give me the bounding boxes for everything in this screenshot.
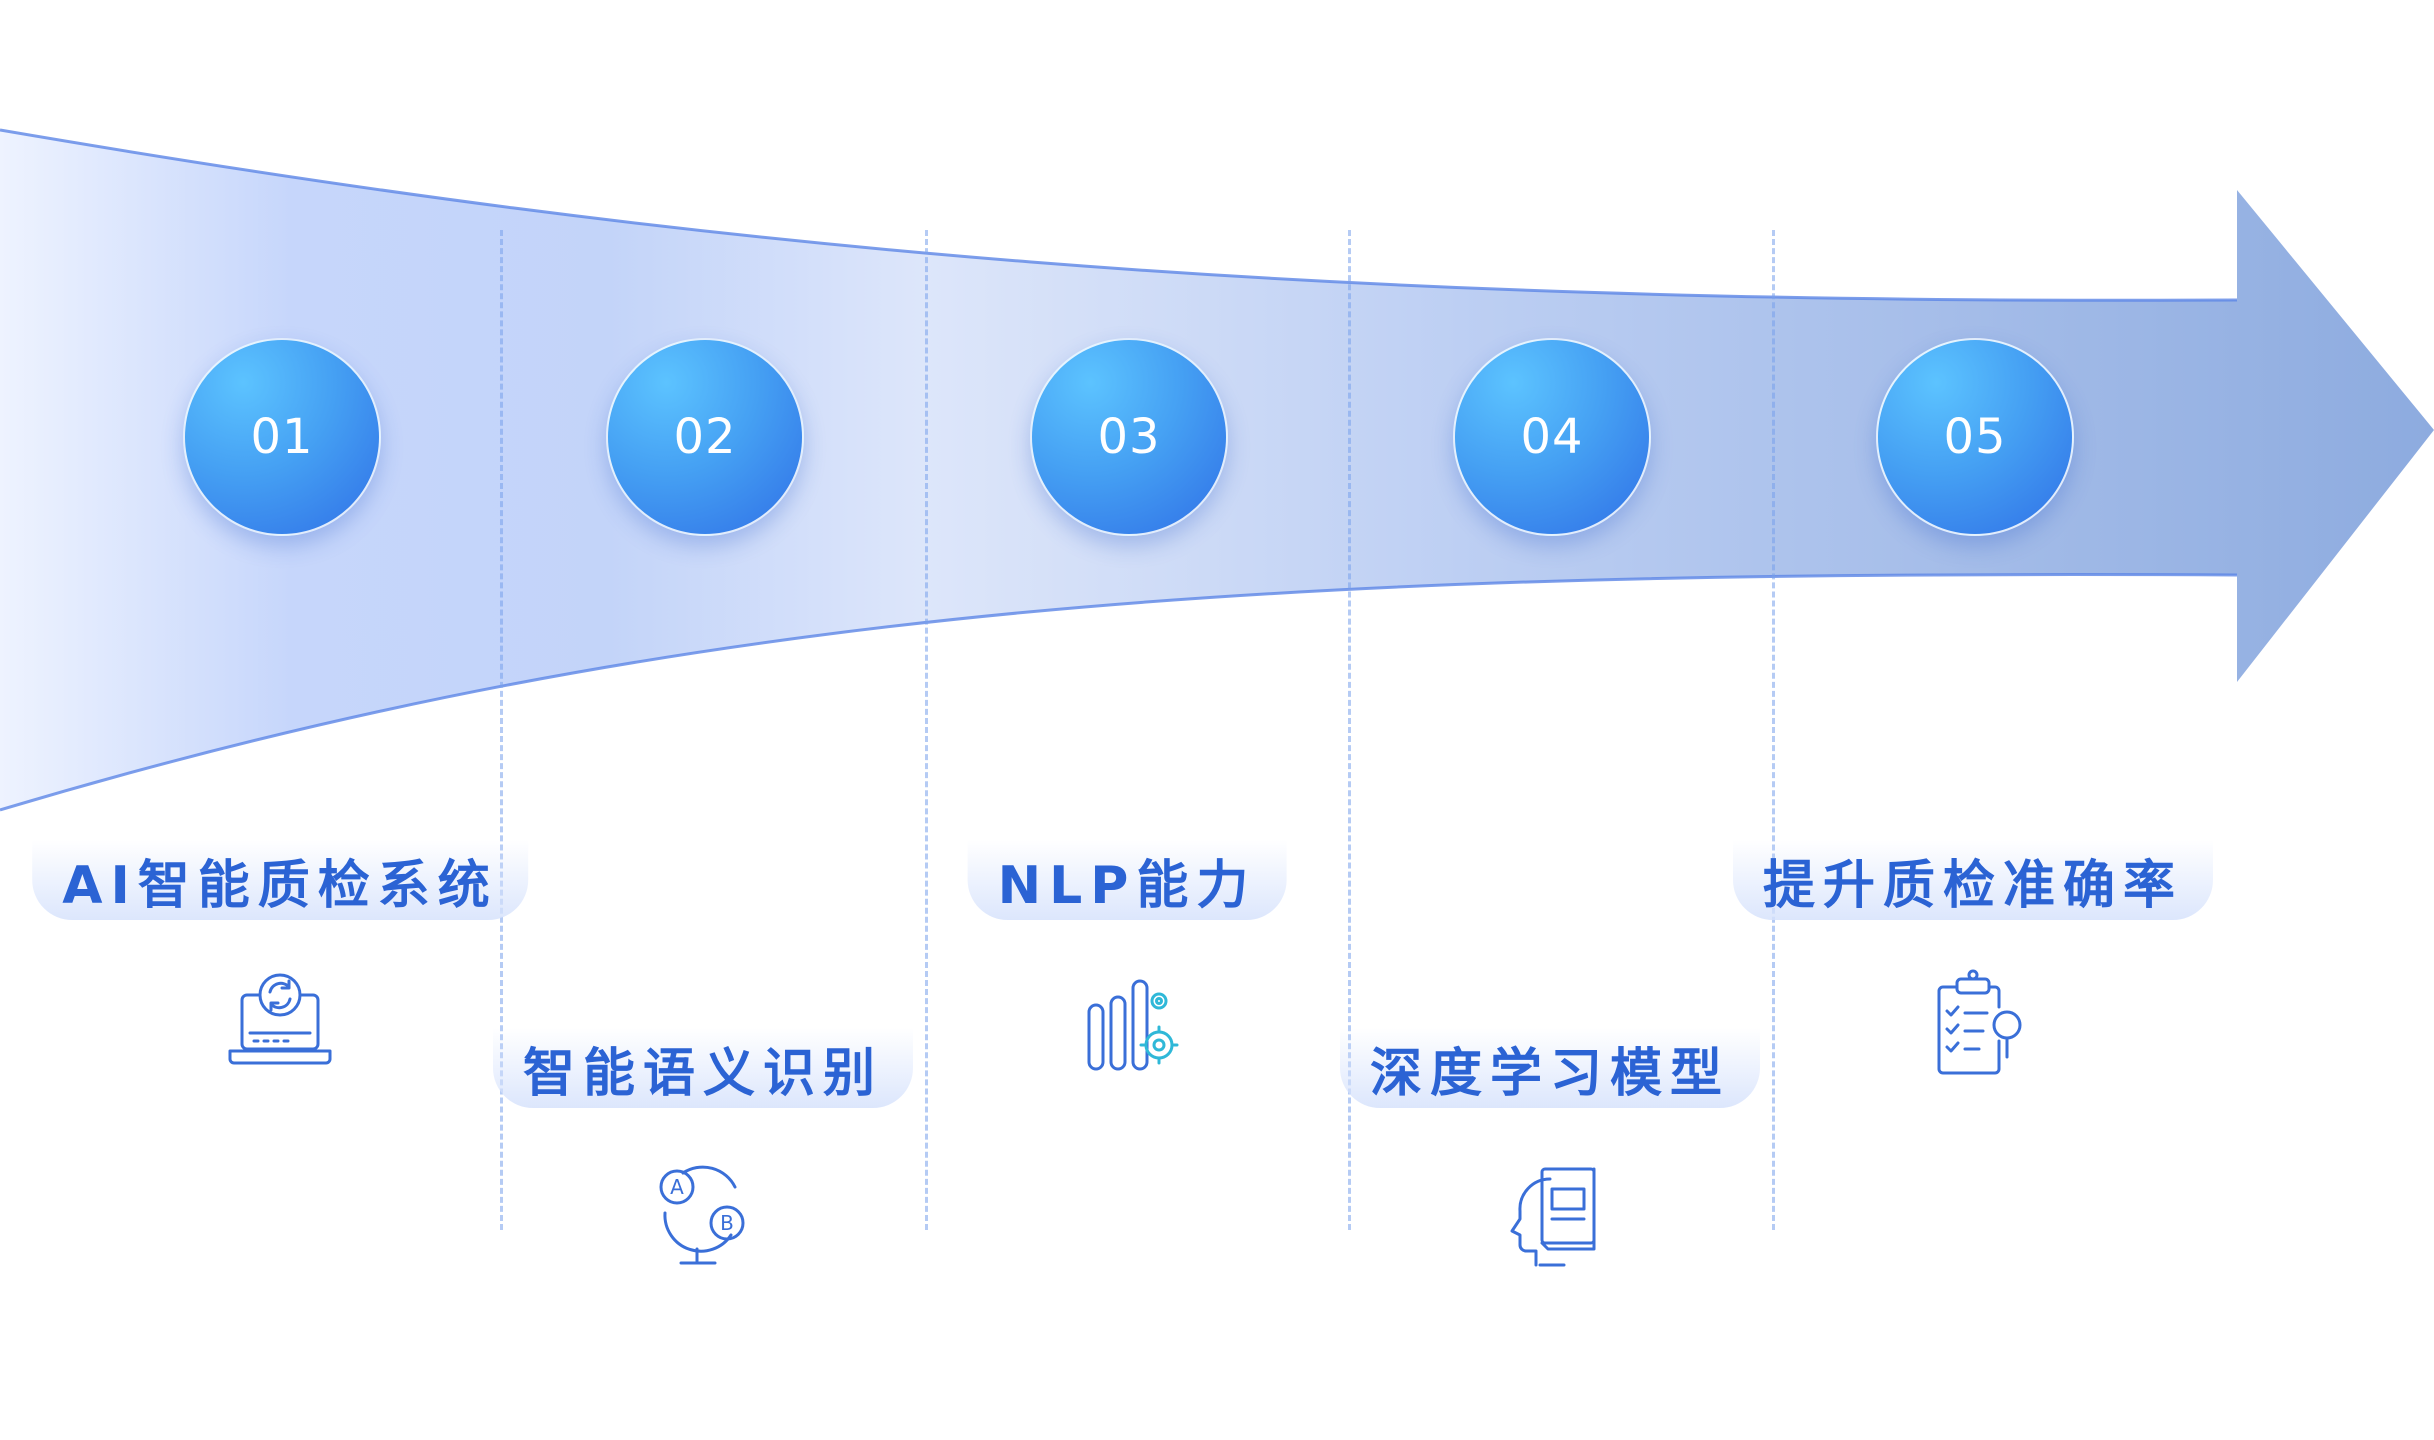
step-label: 深度学习模型 <box>1339 1028 1761 1108</box>
step-divider <box>1772 230 1775 1230</box>
step-label: AI智能质检系统 <box>32 840 528 920</box>
step-label: 提升质检准确率 <box>1732 840 2214 920</box>
step-divider <box>500 230 503 1230</box>
step-02: 02 智能语义识别 A B <box>492 0 914 1440</box>
step-number-badge: 05 <box>1876 338 2074 536</box>
bars-gears-icon <box>1067 965 1187 1085</box>
step-label: 智能语义识别 <box>492 1028 914 1108</box>
head-book-icon <box>1490 1153 1610 1273</box>
step-03: 03 NLP能力 <box>917 0 1337 1440</box>
laptop-refresh-icon <box>220 965 340 1085</box>
step-number-badge: 02 <box>606 338 804 536</box>
svg-text:B: B <box>720 1211 734 1235</box>
step-label: NLP能力 <box>967 840 1287 920</box>
step-05: 05 提升质检准确率 <box>1732 0 2214 1440</box>
step-number-badge: 03 <box>1030 338 1228 536</box>
arrow-bottom-edge <box>0 573 2238 812</box>
globe-language-icon: A B <box>643 1153 763 1273</box>
step-04: 04 深度学习模型 <box>1339 0 1761 1440</box>
clipboard-check-search-icon <box>1913 965 2033 1085</box>
arrow-top-edge <box>0 128 2238 302</box>
step-divider <box>1348 230 1351 1230</box>
step-number-badge: 01 <box>183 338 381 536</box>
svg-text:A: A <box>670 1175 684 1199</box>
step-01: 01 AI智能质检系统 <box>32 0 528 1440</box>
step-number-badge: 04 <box>1453 338 1651 536</box>
step-divider <box>925 230 928 1230</box>
